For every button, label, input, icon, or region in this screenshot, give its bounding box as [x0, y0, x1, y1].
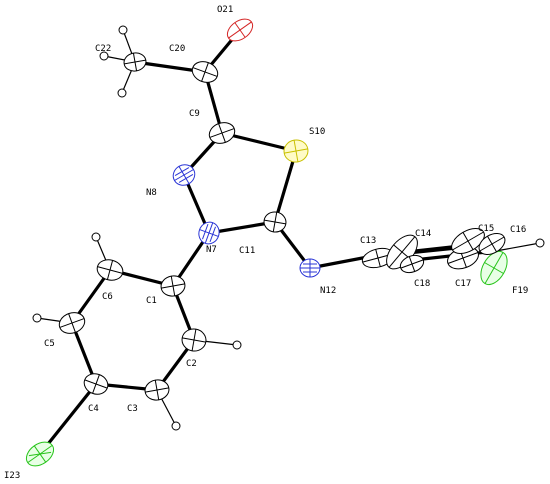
atom-c2 [181, 328, 207, 352]
bond-c9-s10 [220, 131, 298, 153]
atom-c15 [451, 228, 485, 254]
label-n12: N12 [320, 286, 336, 296]
label-c3: C3 [127, 404, 138, 414]
label-c15: C15 [478, 224, 494, 234]
label-c17: C17 [455, 279, 471, 289]
atom-n8 [172, 164, 196, 186]
atom-c16 [478, 233, 506, 255]
bond-s10-c11 [273, 149, 298, 224]
atom-i23 [25, 441, 55, 467]
atom-s10 [283, 139, 309, 163]
label-c22: C22 [95, 44, 111, 54]
label-c9: C9 [189, 109, 200, 119]
atom-c20 [191, 61, 219, 83]
atom-c22 [123, 52, 147, 72]
atom-labels: O21 C22 C20 C9 S10 N8 N7 C11 C13 C14 C15… [4, 5, 528, 481]
bonds [38, 28, 498, 456]
atom-c3 [144, 379, 170, 401]
label-c5: C5 [44, 339, 55, 349]
atom-o21 [226, 18, 254, 42]
atoms [25, 18, 508, 467]
atom-c5 [58, 312, 86, 334]
label-c11: C11 [239, 246, 255, 256]
atom-c1 [160, 275, 186, 297]
atom-f19 [480, 250, 508, 286]
label-o21: O21 [217, 5, 233, 15]
label-c4: C4 [88, 404, 99, 414]
atom-c9 [208, 122, 236, 144]
atom-n7 [198, 221, 220, 245]
atom-n12 [299, 258, 321, 278]
hydrogens [32, 25, 545, 431]
label-f19: F19 [512, 286, 528, 296]
label-c2: C2 [186, 359, 197, 369]
atom-c11 [263, 211, 287, 233]
label-n7: N7 [206, 245, 217, 255]
label-c6: C6 [102, 292, 113, 302]
label-c16: C16 [510, 225, 526, 235]
atom-c18 [399, 254, 425, 274]
label-i23: I23 [4, 471, 20, 481]
label-c1: C1 [146, 296, 157, 306]
atom-c6 [96, 259, 124, 281]
label-c14: C14 [415, 229, 431, 239]
bond-c4-i23 [38, 382, 98, 456]
label-n8: N8 [146, 188, 157, 198]
label-c20: C20 [169, 44, 185, 54]
label-c18: C18 [414, 279, 430, 289]
h-bonds [36, 29, 541, 427]
label-c13: C13 [360, 236, 376, 246]
atom-c4 [83, 373, 109, 395]
label-s10: S10 [309, 127, 325, 137]
